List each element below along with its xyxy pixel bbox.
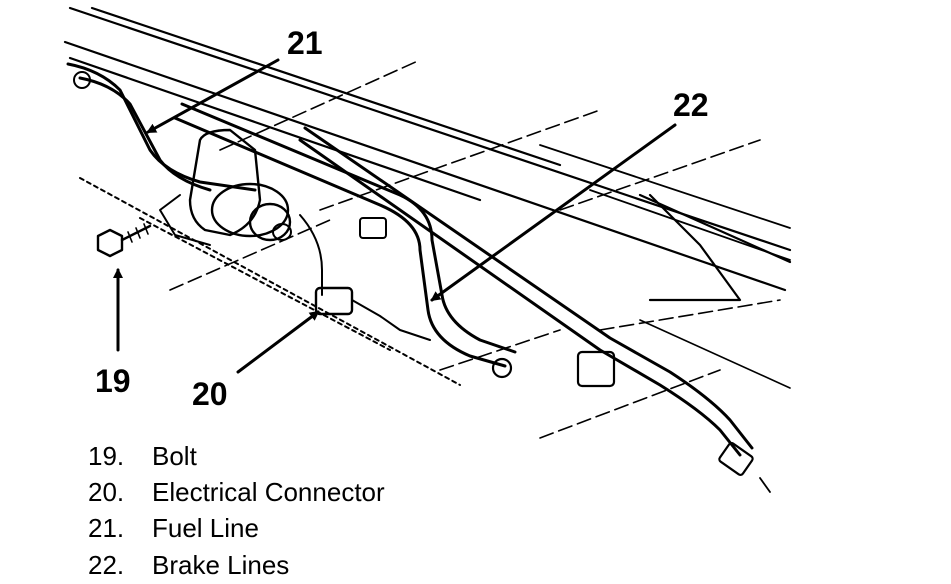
callout-22-arrow bbox=[430, 123, 677, 302]
legend-number: 19. bbox=[88, 441, 124, 471]
callout-20-label: 20 bbox=[192, 376, 228, 412]
legend-label: Electrical Connector bbox=[152, 477, 385, 507]
legend-item: 19. Bolt bbox=[88, 441, 198, 471]
callout-arrows bbox=[113, 58, 677, 374]
callout-21-label: 21 bbox=[287, 25, 323, 61]
bolt bbox=[96, 223, 152, 258]
legend-number: 20. bbox=[88, 477, 124, 507]
callout-21-arrow bbox=[146, 58, 280, 134]
legend-label: Brake Lines bbox=[152, 550, 289, 580]
fuel-pump-assembly bbox=[159, 128, 323, 296]
legend-number: 21. bbox=[88, 513, 124, 543]
legend-number: 22. bbox=[88, 550, 124, 580]
frame-rail bbox=[63, 6, 792, 493]
callout-19-label: 19 bbox=[95, 363, 131, 399]
legend-item: 22. Brake Lines bbox=[88, 550, 289, 580]
callout-22-label: 22 bbox=[673, 87, 709, 123]
legend-item: 20. Electrical Connector bbox=[88, 477, 385, 507]
electrical-connector bbox=[79, 177, 461, 386]
legend-item: 21. Fuel Line bbox=[88, 513, 259, 543]
legend-label: Bolt bbox=[152, 441, 198, 471]
callout-20-arrow bbox=[236, 310, 320, 374]
legend-label: Fuel Line bbox=[152, 513, 259, 543]
brake-lines bbox=[173, 102, 754, 476]
legend: 19. Bolt 20. Electrical Connector 21. Fu… bbox=[88, 441, 385, 580]
fuel-line bbox=[66, 62, 257, 192]
